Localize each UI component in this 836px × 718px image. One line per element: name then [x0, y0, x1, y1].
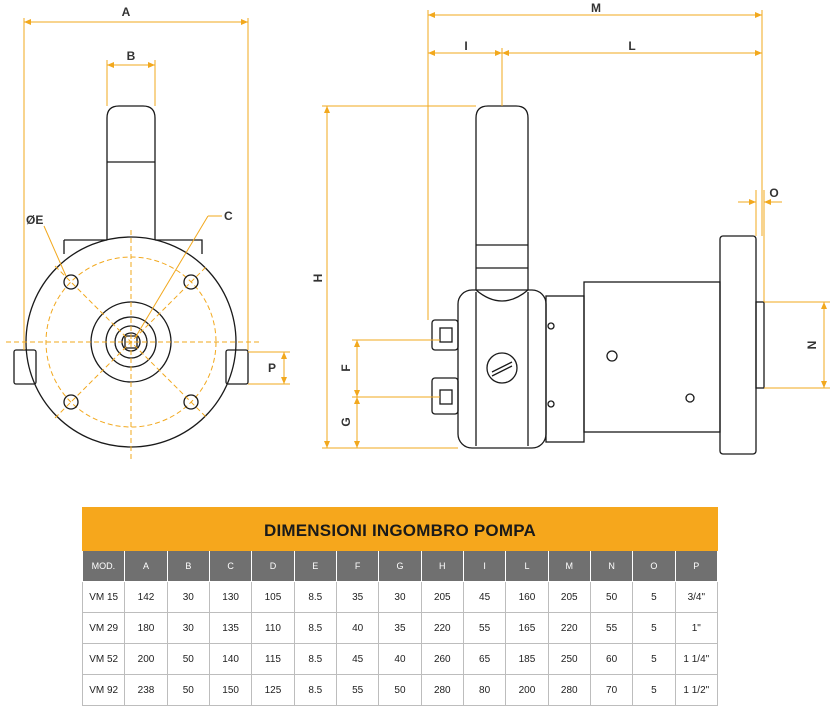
label-c: C	[224, 209, 233, 223]
table-cell: 130	[209, 581, 253, 613]
technical-drawing: A B C ØE P	[6, 1, 830, 462]
table-cell: 5	[632, 643, 676, 675]
column-header-i: I	[463, 551, 507, 582]
column-header-f: F	[336, 551, 380, 582]
table-cell: 5	[632, 674, 676, 706]
label-p: P	[268, 361, 276, 375]
table-cell: 8.5	[294, 643, 337, 675]
label-i: I	[464, 39, 467, 53]
table-cell: 70	[590, 674, 634, 706]
label-e: ØE	[26, 213, 43, 227]
column-header-b: B	[167, 551, 210, 582]
table-cell: 8.5	[294, 674, 337, 706]
table-cell: 125	[251, 674, 295, 706]
table-cell: 8.5	[294, 612, 337, 644]
table-cell: 180	[124, 612, 168, 644]
column-header-a: A	[124, 551, 168, 582]
table-cell: 5	[632, 612, 676, 644]
label-b: B	[127, 49, 136, 63]
table-cell: 260	[421, 643, 464, 675]
table-cell: 30	[378, 581, 422, 613]
table-cell: VM 15	[81, 581, 126, 613]
table-cell: 60	[590, 643, 634, 675]
table-cell: 280	[548, 674, 591, 706]
column-header-mod: MOD.	[82, 551, 126, 582]
table-cell: 40	[336, 612, 380, 644]
table-cell: 30	[167, 612, 210, 644]
table-cell: 205	[421, 581, 464, 613]
column-header-h: H	[421, 551, 464, 582]
table-title: DIMENSIONI INGOMBRO POMPA	[82, 507, 718, 551]
label-o: O	[769, 186, 778, 200]
table-cell: 1"	[675, 612, 719, 644]
table-cell: 3/4"	[675, 581, 719, 613]
label-l: L	[628, 39, 635, 53]
table-cell: 280	[421, 674, 464, 706]
table-cell: 1 1/2"	[675, 674, 719, 706]
table-cell: 55	[463, 612, 507, 644]
table-cell: 105	[251, 581, 295, 613]
column-header-c: C	[209, 551, 253, 582]
table-cell: 50	[167, 674, 210, 706]
side-view: M I L O H N F G	[311, 1, 830, 455]
table-cell: 220	[421, 612, 464, 644]
table-cell: 165	[505, 612, 549, 644]
column-header-l: L	[505, 551, 549, 582]
column-header-m: M	[548, 551, 591, 582]
table-cell: 45	[463, 581, 507, 613]
table-cell: 150	[209, 674, 253, 706]
table-cell: 135	[209, 612, 253, 644]
table-cell: 200	[124, 643, 168, 675]
label-n: N	[805, 341, 819, 350]
column-header-p: P	[675, 551, 719, 582]
table-cell: VM 52	[81, 643, 126, 675]
table-cell: 110	[251, 612, 295, 644]
table-cell: 50	[378, 674, 422, 706]
table-cell: 200	[505, 674, 549, 706]
table-cell: 45	[336, 643, 380, 675]
table-cell: 35	[336, 581, 380, 613]
label-m: M	[591, 1, 601, 15]
table-cell: 55	[590, 612, 634, 644]
table-cell: 1 1/4"	[675, 643, 719, 675]
table-cell: VM 92	[81, 674, 126, 706]
table-cell: 40	[378, 643, 422, 675]
table-cell: 35	[378, 612, 422, 644]
table-cell: 205	[548, 581, 591, 613]
column-header-n: N	[590, 551, 634, 582]
table-cell: 185	[505, 643, 549, 675]
table-cell: 65	[463, 643, 507, 675]
table-cell: 8.5	[294, 581, 337, 613]
table-cell: 50	[167, 643, 210, 675]
table-cell: 80	[463, 674, 507, 706]
front-view: A B C ØE P	[6, 5, 290, 462]
column-header-e: E	[294, 551, 337, 582]
table-cell: 220	[548, 612, 591, 644]
table-cell: 238	[124, 674, 168, 706]
table-cell: 115	[251, 643, 295, 675]
table-cell: 50	[590, 581, 634, 613]
label-g: G	[339, 417, 353, 426]
table-cell: 250	[548, 643, 591, 675]
label-h: H	[311, 274, 325, 283]
label-a: A	[122, 5, 131, 19]
column-header-d: D	[251, 551, 295, 582]
table-cell: 30	[167, 581, 210, 613]
column-header-g: G	[378, 551, 422, 582]
column-header-o: O	[632, 551, 676, 582]
table-cell: 140	[209, 643, 253, 675]
table-cell: VM 29	[81, 612, 126, 644]
label-f: F	[339, 364, 353, 371]
table-cell: 142	[124, 581, 168, 613]
table-cell: 55	[336, 674, 380, 706]
table-cell: 5	[632, 581, 676, 613]
table-cell: 160	[505, 581, 549, 613]
